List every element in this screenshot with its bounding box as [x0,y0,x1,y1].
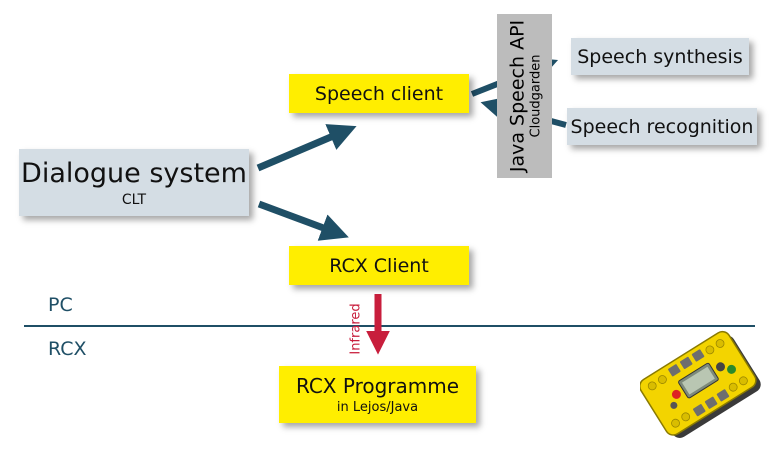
lejos-java-label: in Lejos/Java [336,399,419,415]
java-speech-api-label: Java Speech API [506,19,528,173]
rcx-programme-label: RCX Programme [295,373,460,398]
arrow-dialogue-to-speech-client [256,124,357,172]
java-speech-api-box: Java Speech API Cloudgarden [497,14,552,178]
arrow-dialogue-to-rcx-client [257,200,349,241]
rcx-programme-box: RCX Programme in Lejos/Java [279,366,476,423]
cloudgarden-label: Cloudgarden [528,54,543,138]
infrared-label-wrap: Infrared [346,299,366,359]
speech-recognition-label: Speech recognition [570,115,754,138]
rcx-client-box: RCX Client [289,246,469,285]
dialogue-system-label: Dialogue system [21,157,247,189]
pc-zone-label: PC [48,294,73,316]
lego-rcx-brick-icon [640,330,761,438]
speech-synthesis-label: Speech synthesis [577,45,743,68]
infrared-label: Infrared [348,303,364,355]
rcx-zone-label: RCX [48,338,87,360]
clt-label: CLT [121,191,147,208]
speech-client-label: Speech client [314,82,444,105]
speech-client-box: Speech client [289,74,469,113]
speech-synthesis-box: Speech synthesis [571,38,749,75]
rcx-client-label: RCX Client [329,254,429,277]
speech-recognition-box: Speech recognition [567,108,757,145]
dialogue-system-box: Dialogue system CLT [19,149,249,216]
